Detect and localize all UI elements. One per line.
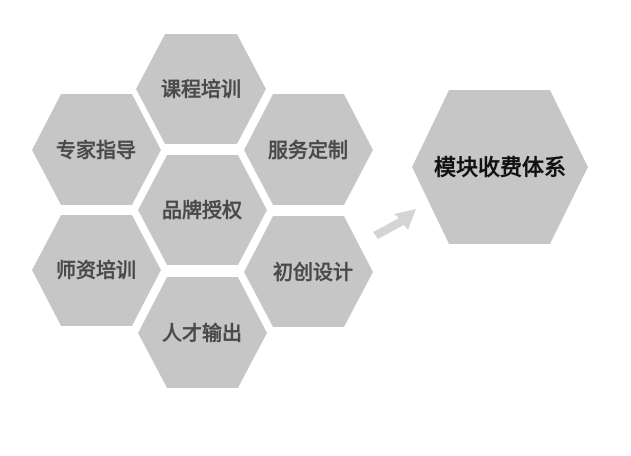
- hexagon-label: 专家指导: [56, 138, 136, 162]
- hexagon-teacher-training: 师资培训: [32, 215, 161, 326]
- result-label: 模块收费体系: [434, 155, 566, 181]
- hexagon-label: 人才输出: [162, 321, 242, 345]
- hexagon-result: 模块收费体系: [412, 90, 588, 244]
- hexagon-startup-design: 初创设计: [244, 216, 373, 327]
- hexagon-brand-licensing: 品牌授权: [138, 155, 267, 265]
- hexagon-label: 师资培训: [56, 258, 136, 282]
- hexagon-service-customization: 服务定制: [244, 94, 373, 205]
- hexagon-expert-guidance: 专家指导: [32, 94, 161, 205]
- arrow-icon: [373, 209, 416, 239]
- hexagon-label: 服务定制: [268, 138, 348, 162]
- hexagon-talent-output: 人才输出: [138, 277, 267, 388]
- hexagon-label: 品牌授权: [162, 198, 243, 222]
- hexagon-label: 课程培训: [161, 77, 241, 101]
- hexagon-label: 初创设计: [273, 260, 353, 284]
- hexagon-course-training: 课程培训: [136, 34, 266, 144]
